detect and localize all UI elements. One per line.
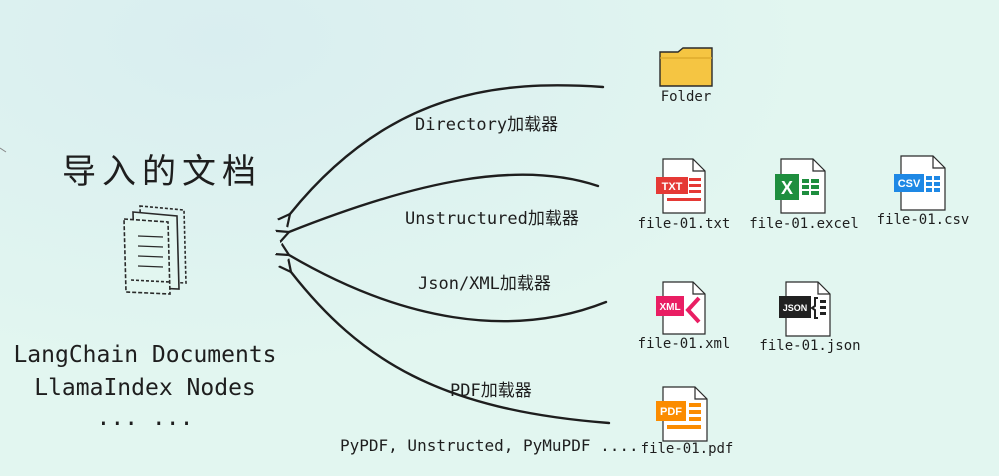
directory-loader-label: Directory加载器 — [415, 115, 559, 135]
svg-text:TXT: TXT — [662, 181, 683, 193]
folder-icon — [659, 47, 713, 87]
json-xml-loader-label: Json/XML加载器 — [418, 274, 551, 294]
folder-caption: Folder — [660, 89, 712, 105]
unstructured-arrow — [289, 173, 600, 232]
csv-file-icon: CSV — [894, 155, 946, 211]
imported-documents-title: 导入的文档 — [62, 152, 262, 192]
directory-arrow — [290, 84, 605, 214]
pdf-loader-label: PDF加载器 — [450, 381, 532, 401]
svg-text:CSV: CSV — [898, 178, 921, 190]
excel-file-caption: file-01.excel — [749, 216, 859, 232]
xml-file-icon: XML — [656, 281, 706, 335]
excel-file-icon: X — [775, 158, 826, 214]
txt-file-icon: TXT — [656, 158, 706, 214]
unstructured-loader-label: Unstructured加载器 — [405, 209, 579, 229]
document-stack-icon — [123, 205, 187, 295]
edge-mark — [0, 147, 7, 153]
txt-file-caption: file-01.txt — [637, 216, 731, 232]
pdf-libraries-label: PyPDF, Unstructed, PyMuPDF .... — [340, 436, 639, 455]
svg-text:JSON: JSON — [783, 303, 808, 313]
csv-file-caption: file-01.csv — [876, 212, 970, 228]
pdf-file-caption: file-01.pdf — [640, 441, 734, 457]
svg-text:XML: XML — [659, 302, 680, 313]
pdf-arrow — [291, 272, 611, 425]
json-file-caption: file-01.json — [759, 338, 861, 354]
json-xml-arrow — [289, 255, 608, 323]
pdf-file-icon: PDF — [656, 386, 708, 442]
ellipsis-label: ... ... — [96, 405, 194, 431]
json-file-icon: JSON — [779, 281, 831, 337]
llamaindex-nodes-label: LlamaIndex Nodes — [34, 375, 256, 401]
langchain-documents-label: LangChain Documents — [13, 342, 277, 368]
svg-text:X: X — [781, 178, 793, 198]
svg-text:PDF: PDF — [660, 406, 682, 418]
xml-file-caption: file-01.xml — [637, 336, 731, 352]
